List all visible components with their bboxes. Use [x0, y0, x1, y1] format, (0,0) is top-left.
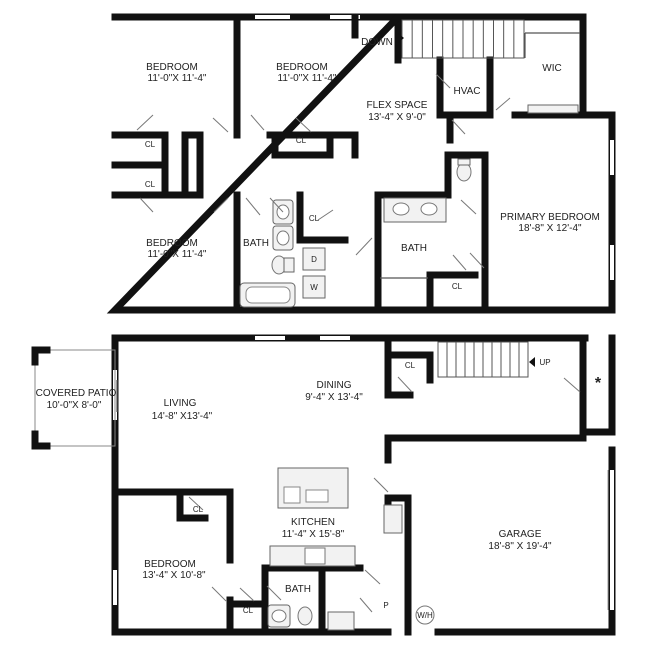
closet-label: CL	[193, 505, 204, 514]
garage-name: GARAGE	[499, 529, 542, 540]
lower-stairs	[437, 341, 535, 378]
closet-label: CL	[243, 606, 254, 615]
upper-doors	[136, 73, 511, 271]
closet-label: CL	[296, 136, 307, 145]
bedroom-1-name: BEDROOM	[146, 62, 198, 73]
lower-bedroom-name: BEDROOM	[144, 559, 196, 570]
lower-exterior-walls	[111, 334, 616, 636]
covered-patio-size: 10'-0"X 8'-0"	[47, 400, 102, 411]
closet-label: CL	[145, 180, 156, 189]
upper-exterior-walls	[106, 13, 616, 314]
lower-doors	[188, 376, 581, 613]
lower-bath-label: BATH	[285, 584, 311, 595]
flex-space-size: 13'-4" X 9'-0"	[368, 112, 426, 123]
bedroom-3-name: BEDROOM	[146, 238, 198, 249]
lower-windows	[113, 336, 614, 610]
washer-label: W	[310, 283, 318, 292]
kitchen-name: KITCHEN	[291, 517, 335, 528]
upper-interior-walls	[111, 13, 587, 314]
hvac-label: HVAC	[453, 86, 480, 97]
closet-label: CL	[145, 140, 156, 149]
up-label: UP	[539, 358, 550, 367]
lower-interior-walls	[111, 336, 434, 636]
hall-bath-fixtures	[239, 199, 326, 308]
wic-rail	[524, 32, 580, 114]
water-heater	[415, 605, 435, 625]
bedroom-1-size: 11'-0"X 11'-4"	[148, 73, 207, 84]
kitchen-size: 11'-4" X 15'-8"	[282, 529, 345, 540]
bedroom-2-name: BEDROOM	[276, 62, 328, 73]
upper-labels: BEDROOM 11'-0"X 11'-4" BEDROOM 11'-0"X 1…	[145, 37, 600, 292]
garage-size: 18'-8" X 19'-4"	[488, 541, 552, 552]
living-name: LIVING	[164, 398, 197, 409]
hall-bath-label: BATH	[243, 238, 269, 249]
dining-size: 9'-4" X 13'-4"	[305, 392, 363, 403]
lower-bedroom-size: 13'-4" X 10'-8"	[142, 570, 206, 581]
lower-labels: COVERED PATIO 10'-0"X 8'-0" LIVING 14'-8…	[36, 358, 602, 620]
closet-label: CL	[452, 282, 463, 291]
upper-stairs	[398, 19, 525, 59]
lower-floor: COVERED PATIO 10'-0"X 8'-0" LIVING 14'-8…	[31, 334, 616, 636]
water-heater-label: W/H	[417, 611, 433, 620]
primary-bedroom-size: 18'-8" X 12'-4"	[518, 223, 582, 234]
upper-floor: BEDROOM 11'-0"X 11'-4" BEDROOM 11'-0"X 1…	[106, 13, 616, 314]
living-size: 14'-8" X13'-4"	[152, 411, 213, 422]
pantry-label: P	[383, 601, 388, 610]
bedroom-2-size: 11'-0"X 11'-4"	[278, 73, 337, 84]
kitchen-fixtures	[269, 467, 403, 567]
primary-bath-label: BATH	[401, 243, 427, 254]
lower-bath-fixtures	[267, 604, 355, 631]
primary-bath-fixtures	[380, 158, 472, 279]
flex-space-name: FLEX SPACE	[367, 100, 428, 111]
primary-bedroom-name: PRIMARY BEDROOM	[500, 212, 600, 223]
asterisk-marker: *	[595, 375, 602, 392]
dining-name: DINING	[317, 380, 352, 391]
covered-patio	[31, 346, 118, 450]
wic-label: WIC	[542, 63, 561, 74]
dryer-label: D	[311, 255, 317, 264]
closet-label: CL	[405, 361, 416, 370]
bedroom-3-size: 11'-0"X 11'-4"	[148, 249, 207, 260]
down-label: DOWN	[361, 37, 393, 48]
upper-windows	[113, 15, 614, 280]
covered-patio-name: COVERED PATIO	[36, 388, 117, 399]
closet-label: CL	[309, 214, 320, 223]
